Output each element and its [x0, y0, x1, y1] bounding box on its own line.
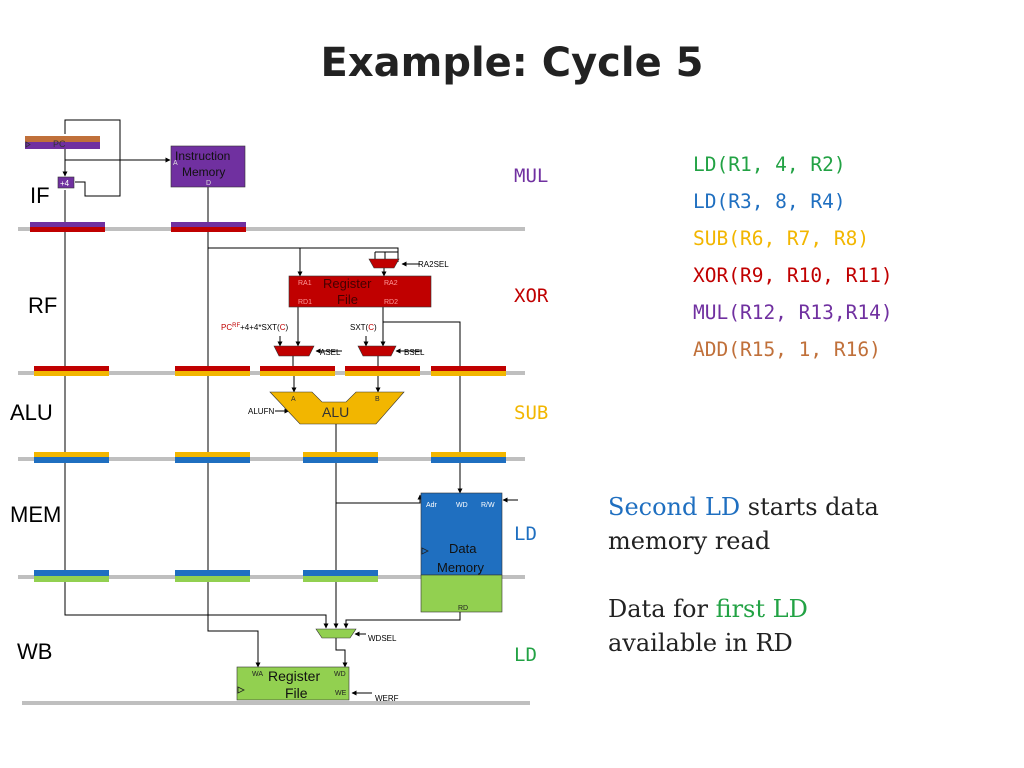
bsel-mux: BSEL — [357, 345, 425, 357]
sxt-label: SXT( — [350, 323, 369, 332]
ra2sel-mux: RA2SEL — [368, 258, 449, 269]
wdsel-label: WDSEL — [368, 634, 397, 643]
rf-port-rd2: RD2 — [384, 299, 398, 306]
pipeline-regs-alu-mem — [34, 452, 506, 463]
pc-rf-close: ) — [285, 323, 288, 332]
rf-label-line2: File — [337, 292, 358, 307]
pipeline-regs-rf-alu — [34, 366, 506, 376]
note-second-ld-line2: memory read — [608, 527, 771, 555]
pipeline-regs-mem-wb — [34, 570, 378, 582]
note-second-ld-rest: starts data — [740, 493, 879, 521]
note-first-ld: Data for first LD available in RD — [608, 592, 808, 660]
dmem-label-line2: Memory — [437, 560, 484, 575]
writeback-register-file: WA WD WE Register File — [236, 666, 350, 701]
stage-instruction-mem: LD — [514, 523, 537, 545]
imem-label-line2: Memory — [182, 165, 225, 179]
program-line: LD(R3, 8, R4) — [693, 190, 846, 213]
rf-port-rd1: RD1 — [298, 299, 312, 306]
note-second-ld-highlight: Second LD — [608, 493, 741, 521]
program-line: XOR(R9, R10, R11) — [693, 264, 893, 287]
werf-label: WERF — [375, 694, 399, 703]
note-first-ld-line2: available in RD — [608, 629, 793, 657]
pc-rf-rest: +4+4*SXT( — [240, 323, 280, 332]
dmem-clock-icon — [421, 547, 429, 555]
program-line: SUB(R6, R7, R8) — [693, 227, 870, 250]
wb-port-we: WE — [335, 690, 347, 697]
dmem-label-line1: Data — [449, 541, 477, 556]
pc-register: PC — [25, 136, 100, 149]
sxt-expression: SXT(C) — [350, 323, 377, 332]
stage-instruction-rf: XOR — [514, 285, 549, 307]
imem-port-d: D — [206, 180, 211, 187]
pc-offset-expression: PCRF+4+4*SXT(C) — [221, 323, 288, 332]
stage-label-alu: ALU — [10, 400, 53, 425]
imem-label-line1: Instruction — [175, 149, 230, 163]
register-file: RA1 RA2 Register File RD1 RD2 — [288, 275, 432, 308]
data-memory: Adr WD R/W Data Memory RD — [420, 492, 503, 613]
plus4-adder: +4 — [57, 176, 75, 189]
dmem-port-adr: Adr — [426, 502, 438, 509]
pc-label: PC — [53, 139, 66, 149]
alu-label: ALU — [322, 404, 349, 420]
alu: A B ALU — [269, 391, 405, 425]
dmem-port-rw: R/W — [481, 502, 495, 509]
alu-port-a: A — [291, 396, 296, 403]
alu-port-b: B — [375, 396, 380, 403]
asel-label: ASEL — [320, 348, 341, 357]
program-line: ADD(R15, 1, R16) — [693, 338, 881, 361]
stage-instruction-alu: SUB — [514, 402, 548, 424]
stage-label-if: IF — [30, 183, 50, 208]
wb-clock-icon — [237, 686, 245, 694]
wb-rf-label-line2: File — [285, 685, 308, 701]
rf-port-ra2: RA2 — [384, 280, 398, 287]
sxt-c: C — [368, 323, 374, 332]
dmem-port-rd: RD — [458, 605, 468, 612]
program-line: MUL(R12, R13,R14) — [693, 301, 893, 324]
pipeline-regs-if-rf — [30, 222, 246, 232]
stage-label-rf: RF — [28, 293, 57, 318]
wb-port-wd: WD — [334, 671, 346, 678]
slide-title: Example: Cycle 5 — [320, 40, 704, 86]
rf-label-line1: Register — [323, 276, 372, 291]
stage-label-mem: MEM — [10, 502, 61, 527]
plus4-label: +4 — [60, 179, 70, 188]
note-second-ld: Second LD starts data memory read — [608, 490, 879, 558]
note-first-ld-highlight: first LD — [715, 595, 808, 623]
sxt-close: ) — [374, 323, 377, 332]
wb-rf-label-line1: Register — [268, 668, 320, 684]
program-line: LD(R1, 4, R2) — [693, 153, 846, 176]
pc-rf-sup: RF — [232, 323, 240, 329]
bsel-label: BSEL — [404, 348, 425, 357]
wdsel-mux: WDSEL — [315, 628, 397, 643]
imem-port-a: A — [173, 160, 178, 167]
asel-mux: ASEL — [273, 345, 341, 357]
ra2sel-label: RA2SEL — [418, 260, 449, 269]
pc-clock-icon — [25, 141, 31, 148]
stage-instruction-if: MUL — [514, 165, 548, 187]
stage-label-wb: WB — [17, 639, 52, 664]
note-first-ld-prefix: Data for — [608, 595, 716, 623]
pc-rf-c: C — [280, 323, 286, 332]
instruction-memory: A Instruction Memory D — [170, 145, 246, 188]
stage-separators — [18, 227, 530, 705]
alufn-label: ALUFN — [248, 407, 274, 416]
stage-instruction-wb: LD — [514, 644, 537, 666]
pc-rf-label: PC — [221, 323, 232, 332]
wb-port-wa: WA — [252, 671, 263, 678]
dmem-port-wd: WD — [456, 502, 468, 509]
rf-port-ra1: RA1 — [298, 280, 312, 287]
